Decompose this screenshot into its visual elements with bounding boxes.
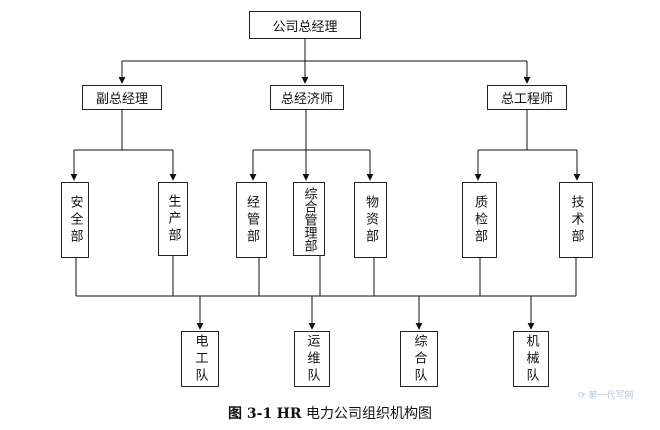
dept-general: 综合管理部 [293,182,325,256]
caption-figure-no: 图 3-1 [228,406,273,422]
dept-quality: 质检部 [462,182,497,258]
dept-general-label: 综合管理部 [301,186,317,252]
dept-production: 生产部 [158,182,188,256]
dept-quality-label: 质检部 [472,194,487,246]
dept-management-label: 经管部 [244,194,259,246]
dept-materials: 物资部 [354,182,387,258]
team-comprehensive-label: 综合队 [411,333,427,385]
team-machinery-label: 机械队 [523,333,539,385]
dept-safety: 安全部 [61,182,89,258]
ceo-label: 公司总经理 [272,19,338,35]
team-machinery: 机械队 [513,331,549,387]
dept-materials-label: 物资部 [363,194,378,246]
engineer-box: 总工程师 [487,85,567,110]
dept-technology-label: 技术部 [568,194,584,246]
economist-label: 总经济师 [280,92,333,107]
deputy-label: 副总经理 [95,92,148,107]
team-comprehensive: 综合队 [400,331,438,387]
watermark-text: 第一代写网 [588,391,634,401]
dept-technology: 技术部 [559,182,593,258]
engineer-label: 总工程师 [500,92,553,107]
ceo-box: 公司总经理 [249,11,361,39]
team-operations-label: 运维队 [304,333,320,385]
team-electrical-label: 电工队 [192,333,208,385]
watermark: ⟳ 第一代写网 [578,388,633,401]
caption-title: 电力公司组织机构图 [305,406,432,422]
watermark-icon: ⟳ [578,391,586,401]
team-electrical: 电工队 [181,331,219,387]
economist-box: 总经济师 [270,85,344,110]
dept-production-label: 生产部 [165,193,181,245]
caption-hr: HR [276,406,302,422]
deputy-box: 副总经理 [82,85,162,110]
dept-management: 经管部 [236,182,267,258]
figure-caption: 图 3-1 HR 电力公司组织机构图 [0,403,660,423]
dept-safety-label: 安全部 [67,194,83,246]
team-operations: 运维队 [294,331,330,387]
